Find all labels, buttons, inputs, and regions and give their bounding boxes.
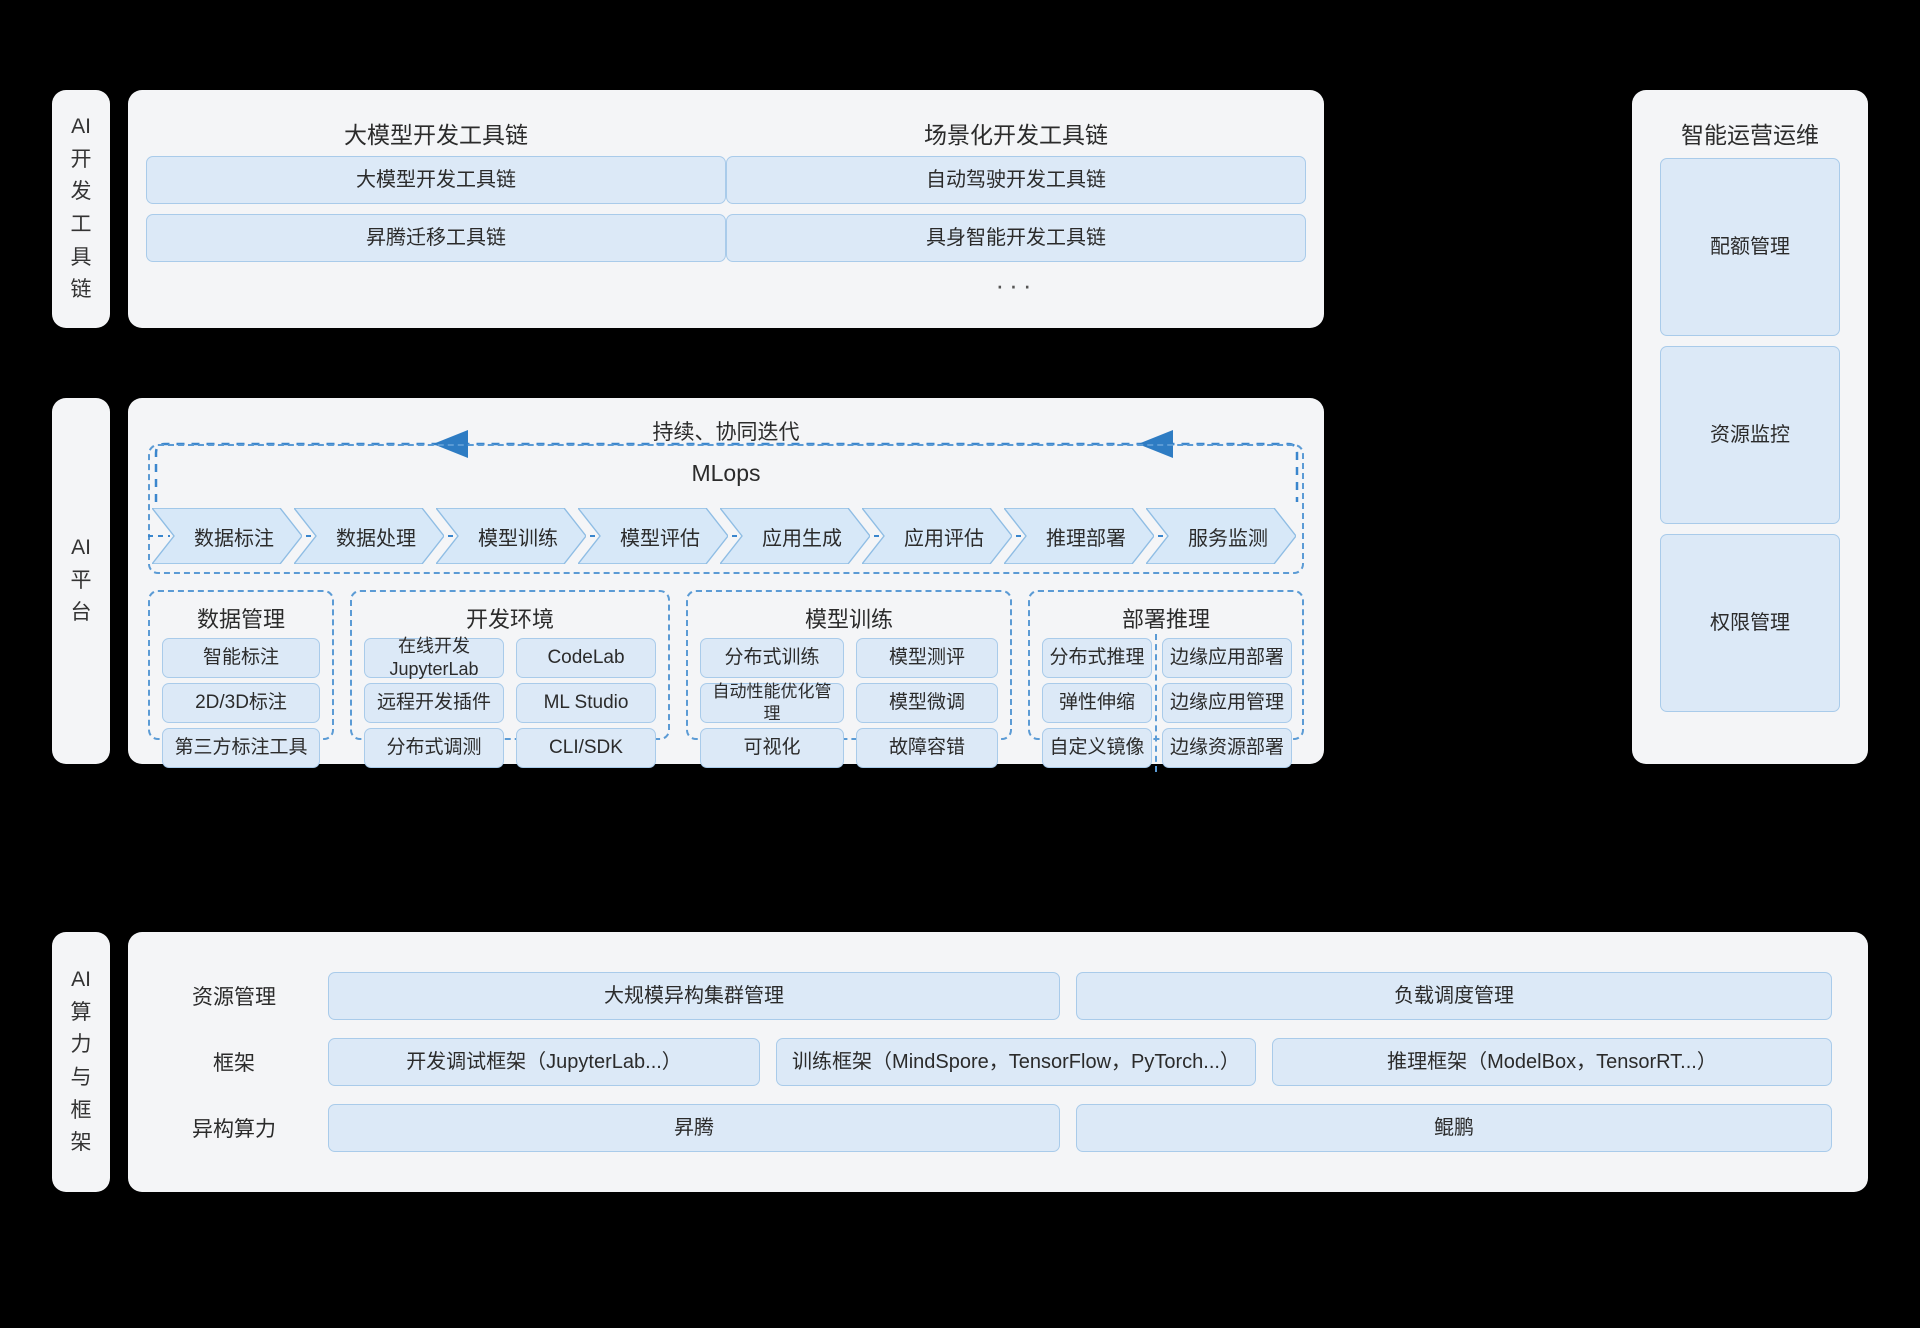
mlops-stage-5-label: 应用评估	[904, 527, 984, 550]
capability-item-deploy-1-2[interactable]: 边缘资源部署	[1162, 728, 1292, 768]
capability-item-data-0[interactable]: 智能标注	[162, 638, 320, 678]
capability-group-data-title: 数据管理	[196, 607, 285, 632]
mlops-stage-0-label: 数据标注	[194, 527, 274, 550]
toolchain-group-0-title: 大模型开发工具链	[344, 122, 528, 148]
capability-item-training-1-1[interactable]: 模型微调	[856, 683, 998, 723]
ops-item-1[interactable]: 资源监控	[1660, 346, 1840, 524]
layer-label-platform-text: AI 平台	[70, 536, 92, 625]
mlops-stage-6-label: 推理部署	[1046, 527, 1126, 550]
capability-item-training-1-0[interactable]: 模型测评	[856, 638, 998, 678]
compute-row-2-label: 异构算力	[192, 1118, 276, 1141]
layer-label-toolchain: AI 开发工具链	[52, 90, 110, 328]
platform-panel: 持续、协同迭代 MLops 数据标注	[128, 398, 1324, 772]
layer-label-toolchain-text: AI 开发工具链	[70, 115, 92, 302]
capability-group-devenv	[350, 590, 670, 740]
mlops-title: MLops	[691, 460, 761, 486]
toolchain-ellipsis: ···	[995, 270, 1037, 300]
capability-item-deploy-0-1[interactable]: 弹性伸缩	[1042, 683, 1152, 723]
mlops-stage-4[interactable]: 应用生成	[720, 508, 870, 564]
capability-item-deploy-0-0[interactable]: 分布式推理	[1042, 638, 1152, 678]
capability-group-deploy-title: 部署推理	[1121, 607, 1210, 632]
layer-label-compute-text: AI 算力与框架	[70, 968, 92, 1155]
mlops-stage-3-label: 模型评估	[620, 527, 700, 550]
compute-row-1-item-1[interactable]: 训练框架（MindSpore，TensorFlow，PyTorch...）	[776, 1038, 1256, 1086]
compute-row-1-label: 框架	[213, 1052, 255, 1075]
toolchain-item-0-1[interactable]: 昇腾迁移工具链	[146, 214, 726, 262]
mlops-stage-1-label: 数据处理	[336, 527, 416, 550]
toolchain-panel: 大模型开发工具链 场景化开发工具链 大模型开发工具链 昇腾迁移工具链 自动驾驶开…	[128, 90, 1324, 328]
mlops-stage-6[interactable]: 推理部署	[1004, 508, 1154, 564]
compute-row-0-item-1[interactable]: 负载调度管理	[1076, 972, 1832, 1020]
capability-item-training-0-1[interactable]: 自动性能优化管理	[700, 682, 844, 723]
capability-item-training-0-2[interactable]: 可视化	[700, 728, 844, 768]
capability-item-devenv-0-2[interactable]: 分布式调测	[364, 728, 504, 768]
capability-group-training-title: 模型训练	[804, 607, 893, 632]
layer-label-platform: AI 平台	[52, 398, 110, 764]
capability-item-training-1-2[interactable]: 故障容错	[856, 728, 998, 768]
mlops-stage-2[interactable]: 模型训练	[436, 508, 586, 564]
ops-title: 智能运营运维	[1681, 122, 1819, 148]
compute-row-2-item-0[interactable]: 昇腾	[328, 1104, 1060, 1152]
capability-item-data-2[interactable]: 第三方标注工具	[162, 728, 320, 768]
ops-item-2[interactable]: 权限管理	[1660, 534, 1840, 712]
compute-row-2-item-1[interactable]: 鲲鹏	[1076, 1104, 1832, 1152]
deploy-column-divider	[1155, 634, 1157, 772]
mlops-stage-3[interactable]: 模型评估	[578, 508, 728, 564]
toolchain-item-1-0[interactable]: 自动驾驶开发工具链	[726, 156, 1306, 204]
capability-group-training	[686, 590, 1012, 740]
capability-item-data-1[interactable]: 2D/3D标注	[162, 683, 320, 723]
mlops-stage-2-label: 模型训练	[478, 527, 558, 550]
mlops-stage-4-label: 应用生成	[762, 527, 842, 550]
compute-panel: 资源管理 大规模异构集群管理 负载调度管理 框架 开发调试框架（JupyterL…	[128, 932, 1868, 1192]
mlops-pipeline: 数据标注 数据处理 模型训练 模型评估 应用生成 应用评估	[148, 506, 1304, 566]
toolchain-item-0-0[interactable]: 大模型开发工具链	[146, 156, 726, 204]
mlops-stage-7[interactable]: 服务监测	[1146, 508, 1296, 564]
capability-item-devenv-0-0[interactable]: 在线开发 JupyterLab	[364, 636, 504, 679]
capability-item-devenv-1-0[interactable]: CodeLab	[516, 638, 656, 678]
compute-row-0-label: 资源管理	[192, 986, 276, 1009]
capability-item-devenv-0-1[interactable]: 远程开发插件	[364, 683, 504, 723]
capability-item-deploy-0-2[interactable]: 自定义镜像	[1042, 728, 1152, 768]
compute-row-0-item-0[interactable]: 大规模异构集群管理	[328, 972, 1060, 1020]
capability-item-deploy-1-1[interactable]: 边缘应用管理	[1162, 683, 1292, 723]
mlops-stage-1[interactable]: 数据处理	[294, 508, 444, 564]
ops-item-0[interactable]: 配额管理	[1660, 158, 1840, 336]
compute-row-1-item-2[interactable]: 推理框架（ModelBox，TensorRT...）	[1272, 1038, 1832, 1086]
capability-item-deploy-1-0[interactable]: 边缘应用部署	[1162, 638, 1292, 678]
mlops-stage-7-label: 服务监测	[1188, 527, 1268, 550]
capability-item-devenv-1-1[interactable]: ML Studio	[516, 683, 656, 723]
compute-row-1-item-0[interactable]: 开发调试框架（JupyterLab...）	[328, 1038, 760, 1086]
capability-group-devenv-title: 开发环境	[465, 607, 554, 632]
layer-label-compute: AI 算力与框架	[52, 932, 110, 1192]
mlops-stage-0[interactable]: 数据标注	[152, 508, 302, 564]
mlops-stage-5[interactable]: 应用评估	[862, 508, 1012, 564]
toolchain-item-1-1[interactable]: 具身智能开发工具链	[726, 214, 1306, 262]
capability-item-devenv-1-2[interactable]: CLI/SDK	[516, 728, 656, 768]
iteration-label: 持续、协同迭代	[652, 421, 800, 444]
capability-item-training-0-0[interactable]: 分布式训练	[700, 638, 844, 678]
ops-panel: 智能运营运维 配额管理 资源监控 权限管理	[1632, 90, 1868, 764]
mlops-box	[148, 444, 1304, 574]
toolchain-group-1-title: 场景化开发工具链	[924, 122, 1108, 148]
